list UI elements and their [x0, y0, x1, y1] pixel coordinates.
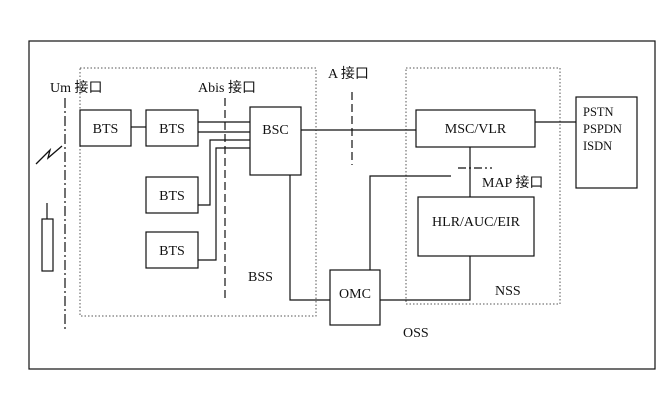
radio-link-icon: [35, 145, 63, 165]
nss-region: [405, 67, 561, 305]
connections: [131, 121, 576, 301]
pstn-line-2: PSPDN: [583, 122, 622, 136]
hlr-auc-eir-label: HLR/AUC/EIR: [432, 215, 521, 230]
omc-box: [329, 269, 381, 326]
bts-label-2: BTS: [159, 122, 185, 137]
abis-interface-label: Abis 接口: [198, 79, 256, 96]
bts-label-1: BTS: [93, 122, 119, 137]
pstn-line-3: ISDN: [583, 139, 612, 153]
bss-label: BSS: [248, 270, 273, 285]
nss-label: NSS: [495, 284, 521, 299]
pstn-line-1: PSTN: [583, 105, 614, 119]
bsc-box: [249, 106, 302, 176]
bts-box-4: [145, 231, 199, 269]
bts-box-1: [79, 109, 132, 147]
outer-frame: [28, 40, 656, 370]
um-interface-label: Um 接口: [50, 79, 103, 96]
bss-region: [79, 67, 317, 317]
pstn-box: [575, 96, 638, 189]
msc-vlr-label: MSC/VLR: [445, 122, 507, 137]
oss-label: OSS: [403, 326, 429, 341]
bts-box-2: [145, 109, 199, 147]
bts-box-3: [145, 176, 199, 214]
msc-vlr-box: [415, 109, 536, 148]
map-interface-label: MAP 接口: [482, 174, 543, 191]
omc-label: OMC: [339, 287, 371, 302]
bts-label-4: BTS: [159, 244, 185, 259]
hlr-auc-eir-box: [417, 196, 535, 257]
bts-label-3: BTS: [159, 189, 185, 204]
a-interface-label: A 接口: [328, 65, 369, 82]
mobile-station-icon: [41, 218, 54, 272]
bsc-label: BSC: [262, 123, 288, 138]
